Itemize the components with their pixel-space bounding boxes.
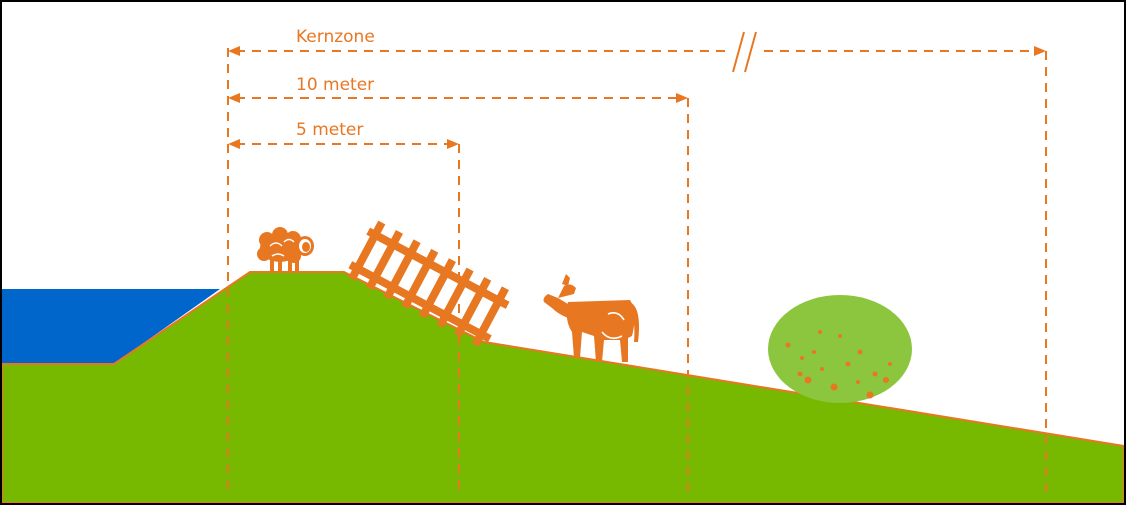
kernzone-label: Kernzone	[296, 27, 375, 47]
sheep-icon	[257, 227, 314, 272]
five-meter-label: 5 meter	[296, 120, 363, 140]
bush-icon	[768, 295, 912, 403]
five-meter-dimension	[228, 139, 459, 149]
kernzone-dimension	[228, 46, 1046, 56]
cow-icon	[544, 274, 640, 362]
axis-break-icon	[730, 32, 760, 72]
ten-meter-label: 10 meter	[296, 75, 374, 95]
